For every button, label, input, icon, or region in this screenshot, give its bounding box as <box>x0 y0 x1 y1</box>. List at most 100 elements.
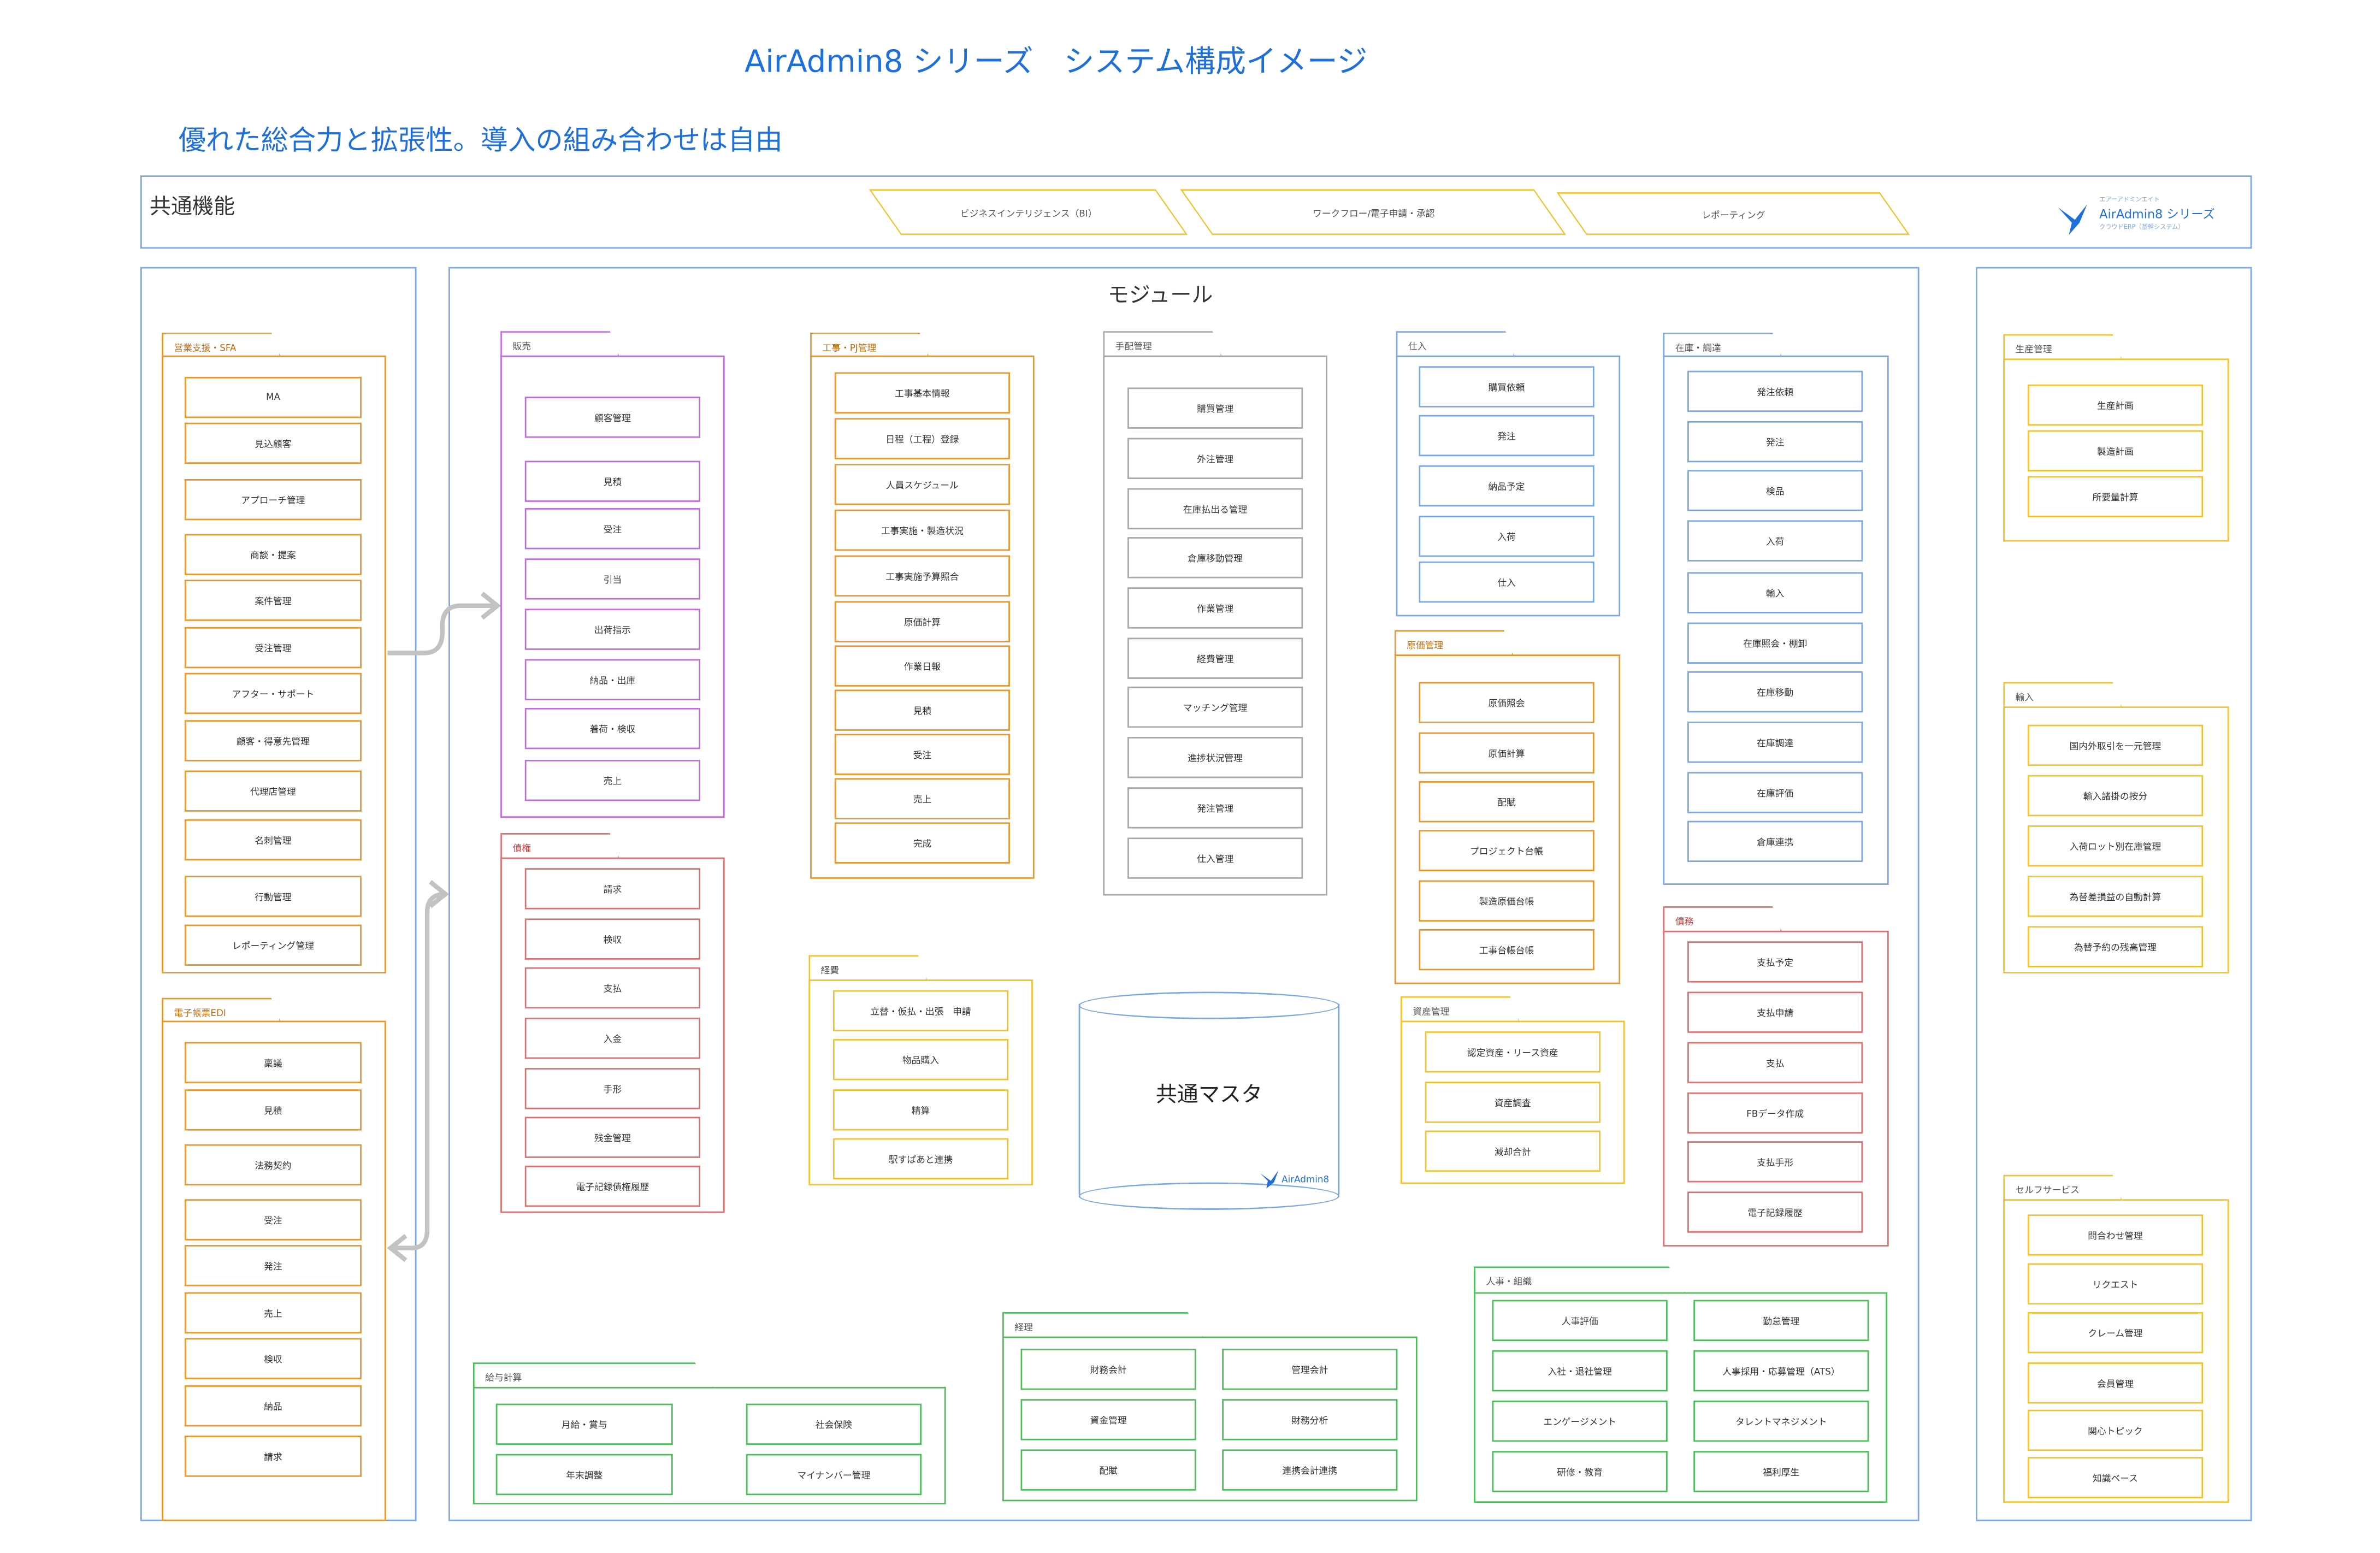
hanbai-item: 受注 <box>524 508 700 550</box>
zaiko-group <box>1663 355 1889 885</box>
shiire-group <box>1396 355 1621 617</box>
keihi-group <box>808 979 1033 1186</box>
keihi-item: 駅すぱあと連携 <box>832 1138 1009 1179</box>
keiri-item: 資金管理 <box>1020 1399 1196 1440</box>
koji-title: 工事・PJ管理 <box>822 343 877 354</box>
seisan-item: 所要量計算 <box>2027 476 2204 517</box>
tehai-item: 外注管理 <box>1127 438 1303 480</box>
tehai-group <box>1103 355 1327 896</box>
master-label: 共通マスタ <box>1155 1083 1263 1108</box>
edi-item: 納品 <box>184 1385 362 1427</box>
koji-group <box>810 355 1035 879</box>
yunyu-group <box>2003 706 2229 973</box>
keiri-item: 財務分析 <box>1222 1399 1398 1440</box>
saiken-group <box>500 857 725 1213</box>
jinji-item: 入社・退社管理 <box>1492 1350 1668 1392</box>
kyuyo-title: 給与計算 <box>485 1373 522 1384</box>
yunyu-title: 輸入 <box>2015 693 2034 704</box>
hanbai-item: 出荷指示 <box>524 609 700 650</box>
edi-item: 法務契約 <box>184 1144 362 1186</box>
tehai-item: 倉庫移動管理 <box>1127 537 1303 578</box>
jinji-item: 福利厚生 <box>1693 1451 1869 1492</box>
edi-title: 電子帳票EDI <box>174 1008 226 1019</box>
jinji-item: 研修・教育 <box>1492 1451 1668 1492</box>
edi-item: 検収 <box>184 1338 362 1379</box>
saiken-title: 債権 <box>512 843 531 855</box>
tehai-item: 発注管理 <box>1127 787 1303 829</box>
sfa-group <box>162 355 386 973</box>
jinji-item: 人事評価 <box>1492 1300 1668 1342</box>
shisan-item: 資産調査 <box>1425 1082 1601 1123</box>
keiri-item: 連携会計連携 <box>1222 1449 1398 1491</box>
sfa-item: アプローチ管理 <box>184 479 362 521</box>
hanbai-title: 販売 <box>512 341 531 353</box>
keihi-item: 立替・仮払・出張 申請 <box>832 990 1009 1032</box>
jinji-item: エンゲージメント <box>1492 1400 1668 1442</box>
zaiko-item: 入荷 <box>1687 520 1863 562</box>
hanbai-item: 引当 <box>524 558 700 600</box>
shisan-item: 認定資産・リース資産 <box>1425 1031 1601 1073</box>
hanbai-item: 納品・出庫 <box>524 659 700 700</box>
edi-group <box>162 1020 386 1521</box>
tehai-item: 進捗状況管理 <box>1127 737 1303 778</box>
keihi-item: 物品購入 <box>832 1039 1009 1080</box>
saimu-item: 支払手形 <box>1687 1141 1863 1183</box>
keihi-item: 精算 <box>832 1089 1009 1131</box>
kyuyo-item: 社会保険 <box>746 1403 922 1445</box>
edi-item: 請求 <box>184 1436 362 1477</box>
edi-item: 受注 <box>184 1199 362 1241</box>
keiri-title: 経理 <box>1014 1322 1033 1334</box>
koji-item: 日程（工程）登録 <box>834 418 1010 459</box>
tehai-item: 経費管理 <box>1127 637 1303 679</box>
sfa-item: アフター・サポート <box>184 672 362 715</box>
page-title: AirAdmin8 シリーズ システム構成イメージ <box>744 43 1368 80</box>
hanbai-item: 見積 <box>524 460 700 502</box>
koji-item: 売上 <box>834 778 1010 819</box>
saiken-item: 支払 <box>524 967 700 1009</box>
master-logo: AirAdmin8 <box>1281 1174 1330 1186</box>
seisan-item: 製造計画 <box>2027 430 2204 472</box>
airadmin8-logo <box>2057 202 2090 238</box>
tehai-item: 作業管理 <box>1127 587 1303 629</box>
zaiko-item: 在庫評価 <box>1687 772 1863 813</box>
self-item: 関心トピック <box>2027 1409 2204 1451</box>
logo-tagline: クラウドERP（基幹システム） <box>2099 222 2184 231</box>
zaiko-item: 倉庫連携 <box>1687 820 1863 863</box>
shiire-title: 仕入 <box>1408 341 1427 353</box>
genka-item: 原価計算 <box>1419 732 1594 774</box>
module-label: モジュール <box>1107 284 1213 309</box>
self-item: リクエスト <box>2027 1263 2204 1305</box>
hanbai-item: 顧客管理 <box>524 397 700 438</box>
shiire-item: 仕入 <box>1419 561 1594 603</box>
kyuyo-item: マイナンバー管理 <box>746 1454 922 1496</box>
saiken-item: 手形 <box>524 1068 700 1109</box>
self-item: 問合わせ管理 <box>2027 1214 2204 1256</box>
saimu-item: 支払 <box>1687 1042 1863 1084</box>
keihi-title: 経費 <box>820 965 840 977</box>
yunyu-item: 為替予約の残高管理 <box>2027 926 2204 967</box>
zaiko-item: 在庫調達 <box>1687 722 1863 763</box>
genka-item: 原価照会 <box>1419 682 1594 723</box>
zaiko-title: 在庫・調達 <box>1675 343 1721 354</box>
jinji-item: タレントマネジメント <box>1693 1400 1869 1442</box>
sfa-item: 行動管理 <box>184 876 362 917</box>
saimu-item: 電子記録履歴 <box>1687 1191 1863 1233</box>
koji-item: 完成 <box>834 822 1010 864</box>
saiken-item: 電子記録債権履歴 <box>524 1165 700 1207</box>
saiken-item: 残金管理 <box>524 1117 700 1158</box>
saiken-item: 入金 <box>524 1017 700 1059</box>
tehai-item: 購買管理 <box>1127 387 1303 429</box>
keiri-item: 配賦 <box>1020 1449 1196 1491</box>
koji-item: 受注 <box>834 734 1010 775</box>
tehai-item: マッチング管理 <box>1127 686 1303 728</box>
tehai-item: 仕入管理 <box>1127 837 1303 879</box>
jinji-title: 人事・組織 <box>1486 1277 1532 1288</box>
master-cylinder <box>1078 1003 1340 1195</box>
kyuyo-item: 月給・賞与 <box>495 1403 673 1445</box>
saiken-item: 検収 <box>524 918 700 960</box>
genka-item: 製造原価台帳 <box>1419 880 1594 922</box>
zaiko-item: 在庫移動 <box>1687 671 1863 713</box>
genka-title: 原価管理 <box>1407 641 1444 652</box>
